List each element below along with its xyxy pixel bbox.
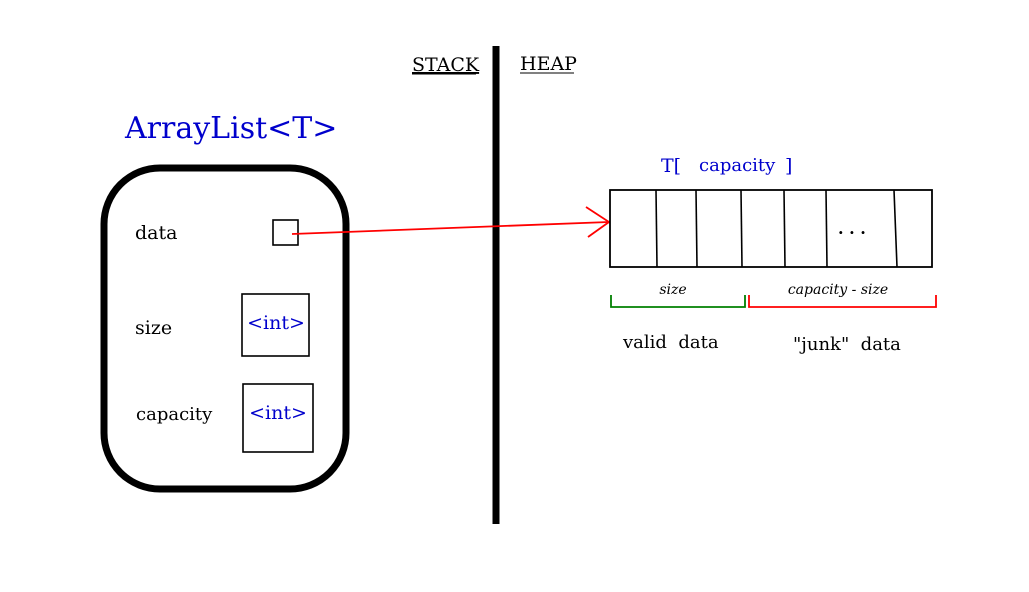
- junk-data-brace: [748, 295, 937, 308]
- array-cell-divider: [825, 189, 828, 268]
- valid-data-caption: valid data: [622, 332, 719, 353]
- heap-label: HEAP: [520, 53, 577, 75]
- array-type-open: T[: [661, 155, 681, 177]
- data-pointer-cell: [272, 219, 299, 246]
- array-type-close: ]: [785, 155, 792, 177]
- field-capacity-label: capacity: [136, 404, 213, 425]
- struct-title: ArrayList<T>: [124, 111, 337, 146]
- array-cell-divider: [695, 189, 698, 268]
- array-cell-divider: [740, 189, 743, 268]
- valid-data-brace: [610, 295, 746, 308]
- pointer-arrow-head: [585, 206, 611, 238]
- capacity-type-label: <int>: [249, 402, 307, 424]
- brace-rest-label: capacity - size: [788, 282, 888, 298]
- size-type-label: <int>: [247, 312, 305, 334]
- field-size-label: size: [135, 317, 172, 339]
- field-data-label: data: [135, 222, 177, 244]
- stack-label: STACK: [412, 54, 480, 76]
- heap-array-box: [609, 189, 933, 268]
- array-capacity-word: capacity: [699, 155, 776, 176]
- size-value-box: [241, 293, 310, 357]
- array-cell-divider: [783, 189, 786, 268]
- array-ellipsis: . . .: [838, 219, 866, 238]
- array-cell-divider: [655, 189, 658, 268]
- capacity-value-box: [242, 383, 314, 453]
- array-cell-divider: [893, 189, 898, 268]
- junk-data-caption: "junk" data: [793, 334, 901, 355]
- pointer-arrow-shaft: [291, 221, 610, 235]
- struct-box: [100, 164, 350, 493]
- brace-size-label: size: [659, 282, 686, 298]
